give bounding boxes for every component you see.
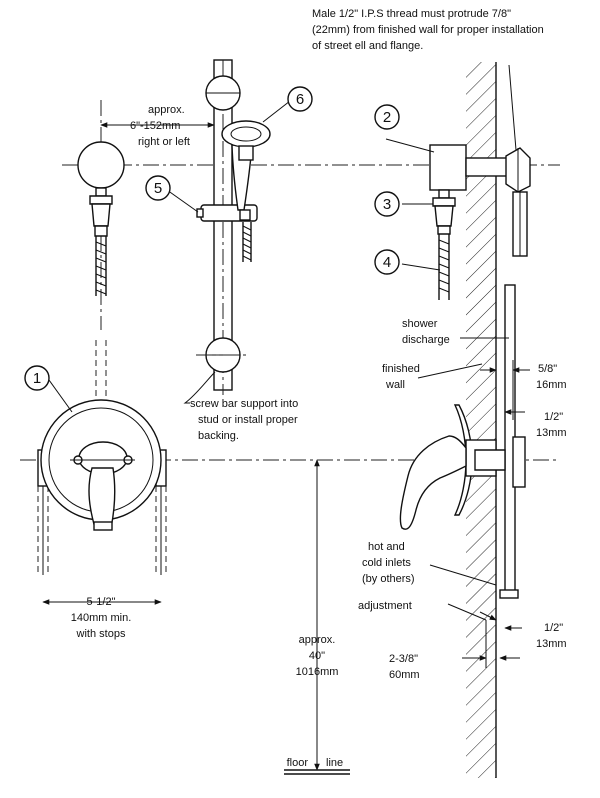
bar-note-line-2: stud or install proper	[198, 414, 298, 426]
dim-height-line-3: 1016mm	[296, 666, 339, 678]
dim-5-8: 5/8" 16mm	[536, 363, 567, 391]
inlets-note-line-2: cold inlets	[362, 557, 411, 569]
callout-3: 3	[374, 191, 400, 217]
adjustment-note: adjustment	[358, 600, 412, 612]
discharge-note-line-1: shower	[402, 318, 438, 330]
floor-line-label: floor line	[287, 757, 344, 769]
thread-note-line-2: (22mm) from finished wall for proper ins…	[312, 24, 544, 36]
dim-5-1-2: 5-1/2" 140mm min. with stops	[71, 596, 132, 640]
dim-5-8-mm: 16mm	[536, 379, 567, 391]
side-valve-body	[399, 284, 526, 599]
dim-5-1-2-mm: 140mm min.	[71, 612, 132, 624]
dim-1-2-upper-inch: 1/2"	[544, 411, 563, 423]
callout-2: 2	[374, 104, 400, 130]
callout-number: 1	[33, 370, 41, 387]
dim-height: approx. 40" 1016mm	[296, 634, 339, 678]
thread-note: Male 1/2" I.P.S thread must protrude 7/8…	[312, 8, 544, 52]
front-supply-elbow	[77, 141, 125, 400]
callout-number: 3	[383, 196, 391, 213]
spacing-note: approx. 6"-152mm right or left	[130, 104, 190, 148]
leader-lines	[48, 64, 517, 621]
callout-4: 4	[374, 249, 400, 275]
slide-bar	[196, 59, 271, 395]
line-label: line	[326, 757, 343, 769]
discharge-note: shower discharge	[402, 318, 450, 346]
callout-number: 5	[154, 180, 162, 197]
dim-5-8-inch: 5/8"	[538, 363, 557, 375]
inlets-note: hot and cold inlets (by others)	[362, 541, 415, 585]
dim-height-line-1: approx.	[299, 634, 336, 646]
wall-note: finished wall	[382, 363, 420, 391]
dim-1-2-lower: 1/2" 13mm	[536, 622, 567, 650]
floor-label: floor	[287, 757, 309, 769]
callout-5: 5	[145, 175, 171, 201]
dim-5-1-2-inch: 5-1/2"	[87, 596, 116, 608]
spacing-note-line-1: approx.	[148, 104, 185, 116]
discharge-note-line-2: discharge	[402, 334, 450, 346]
callout-number: 2	[383, 109, 391, 126]
thread-note-line-1: Male 1/2" I.P.S thread must protrude 7/8…	[312, 8, 511, 20]
dimension-lines	[42, 122, 530, 775]
dim-2-3-8-mm: 60mm	[389, 669, 420, 681]
callout-number: 4	[383, 254, 391, 271]
bar-note-line-3: backing.	[198, 430, 239, 442]
dim-1-2-lower-mm: 13mm	[536, 638, 567, 650]
inlets-note-line-1: hot and	[368, 541, 405, 553]
front-valve-trim	[37, 399, 167, 575]
dim-1-2-upper-mm: 13mm	[536, 427, 567, 439]
spacing-note-line-2: 6"-152mm	[130, 120, 180, 132]
dim-height-line-2: 40"	[309, 650, 325, 662]
inlets-note-line-3: (by others)	[362, 573, 415, 585]
callout-number: 6	[296, 91, 304, 108]
bar-support-note: screw bar support into stud or install p…	[190, 398, 298, 442]
wall-note-line-1: finished	[382, 363, 420, 375]
wall-note-line-2: wall	[385, 379, 405, 391]
bar-note-line-1: screw bar support into	[190, 398, 298, 410]
callout-6: 6	[287, 86, 313, 112]
dim-1-2-upper: 1/2" 13mm	[536, 411, 567, 439]
thread-note-line-3: of street ell and flange.	[312, 40, 423, 52]
callout-1: 1	[24, 365, 50, 391]
side-outlet-assembly	[429, 144, 531, 300]
dim-1-2-lower-inch: 1/2"	[544, 622, 563, 634]
dim-5-1-2-note: with stops	[76, 628, 126, 640]
dim-2-3-8-inch: 2-3/8"	[389, 653, 418, 665]
dim-2-3-8: 2-3/8" 60mm	[389, 653, 420, 681]
spacing-note-line-3: right or left	[138, 136, 190, 148]
